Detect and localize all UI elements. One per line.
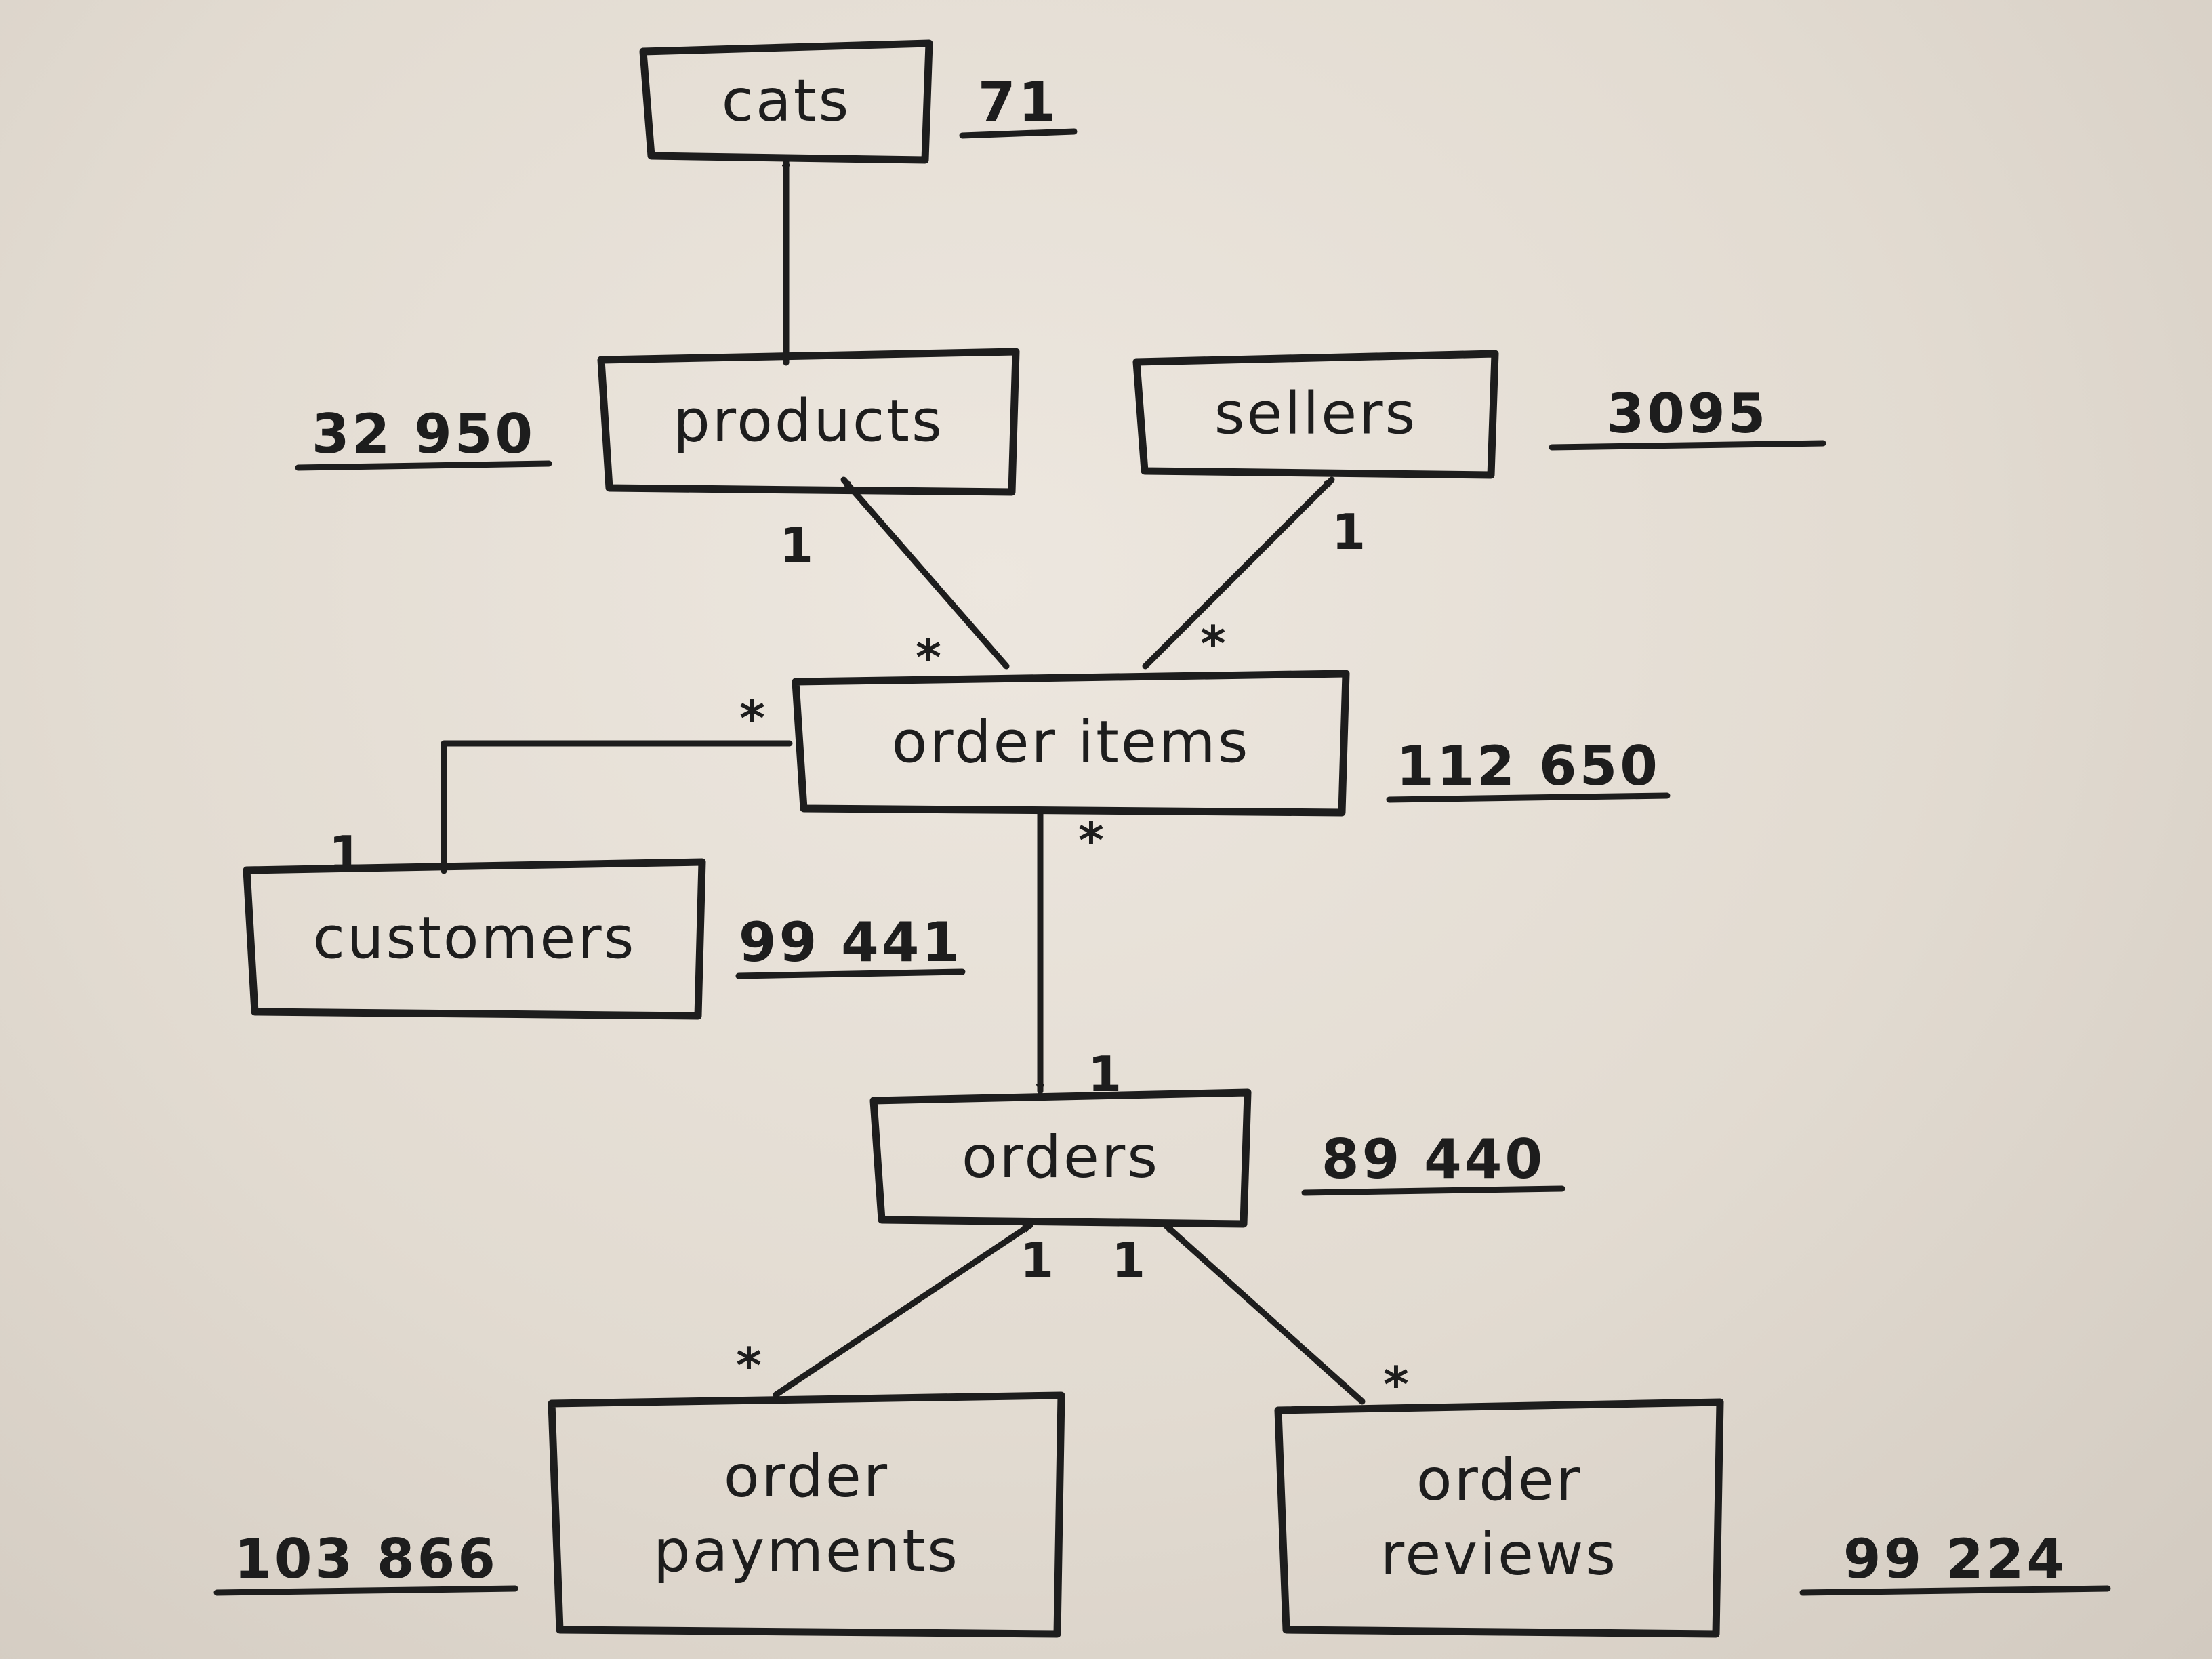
- entity-box: [1132, 350, 1499, 479]
- entity-box: [548, 1391, 1065, 1638]
- multiplicity-labels: * 1 * 1 * 1 * 1 * 1 * 1: [329, 504, 1409, 1413]
- row-count-text: 99 441: [739, 911, 962, 974]
- row-count-text: 99 224: [1843, 1528, 2067, 1591]
- multiplicity-one: 1: [1332, 504, 1366, 560]
- row-count-order-items: 112 650: [1386, 735, 1671, 803]
- entity-label: payments: [653, 1517, 960, 1585]
- row-count-underline: [1301, 1185, 1565, 1196]
- entity-box: [639, 39, 933, 164]
- row-count-sellers: 3095: [1549, 382, 1826, 451]
- entity-label: order items: [892, 709, 1250, 777]
- row-count-underline: [959, 128, 1078, 139]
- relationship-order-reviews-to-orders: [1162, 1222, 1366, 1405]
- entity-sellers: sellers: [1132, 350, 1499, 479]
- entity-label: reviews: [1380, 1521, 1618, 1589]
- entity-label: sellers: [1214, 380, 1418, 448]
- entity-box: [869, 1088, 1252, 1228]
- row-count-underline: [1386, 792, 1671, 803]
- row-count-customers: 99 441: [735, 911, 966, 979]
- multiplicity-many: *: [1200, 615, 1226, 672]
- row-count-text: 71: [978, 70, 1059, 134]
- entity-box: [1274, 1398, 1724, 1638]
- row-count-text: 112 650: [1396, 735, 1660, 798]
- row-count-underline: [295, 460, 552, 471]
- multiplicity-one: 1: [1111, 1232, 1145, 1289]
- relationship-arrow: [1162, 1222, 1366, 1405]
- relationship-order-payments-to-orders: [773, 1222, 1033, 1398]
- entity-label: products: [673, 388, 944, 455]
- entity-order-reviews: order reviews: [1274, 1398, 1724, 1638]
- row-count-underline: [1549, 440, 1826, 451]
- multiplicity-many: *: [736, 1337, 762, 1394]
- row-count-text: 3095: [1607, 382, 1769, 445]
- multiplicity-one: 1: [1088, 1046, 1122, 1103]
- entity-order-items: order items: [792, 670, 1350, 817]
- row-counts: 71 32 950 3095 112 650 99 441 89 440 103 866 99…: [213, 70, 2111, 1596]
- relationship-arrow: [1142, 476, 1335, 670]
- row-count-text: 103 866: [234, 1528, 498, 1591]
- entity-box: [243, 858, 706, 1020]
- entity-products: products: [597, 348, 1020, 496]
- relationship-edges: [440, 156, 1366, 1405]
- relationship-arrow: [440, 740, 793, 874]
- entity-label: customers: [313, 905, 636, 972]
- relationship-order-items-to-sellers: [1142, 476, 1335, 670]
- row-count-underline: [735, 968, 966, 979]
- entity-orders: orders: [869, 1088, 1252, 1228]
- row-count-cats: 71: [959, 70, 1078, 139]
- entity-label: order: [724, 1443, 889, 1511]
- multiplicity-one: 1: [779, 517, 813, 574]
- row-count-order-payments: 103 866: [213, 1528, 518, 1596]
- entity-cats: cats: [639, 39, 933, 164]
- multiplicity-one: 1: [329, 825, 363, 882]
- entity-boxes: cats products sellers order items customers o…: [243, 39, 1724, 1638]
- entity-label: orders: [962, 1124, 1160, 1191]
- row-count-products: 32 950: [295, 403, 552, 471]
- relationship-order-items-to-customers: [440, 740, 793, 874]
- row-count-text: 89 440: [1322, 1128, 1545, 1191]
- multiplicity-one: 1: [1020, 1232, 1054, 1289]
- multiplicity-many: *: [916, 629, 941, 686]
- relationship-order-items-to-products: [840, 476, 1010, 670]
- relationship-arrow: [773, 1222, 1033, 1398]
- relationship-arrow: [840, 476, 1010, 670]
- row-count-text: 32 950: [312, 403, 535, 466]
- entity-label: cats: [722, 67, 851, 135]
- entity-label: order: [1416, 1446, 1582, 1514]
- row-count-order-reviews: 99 224: [1799, 1528, 2111, 1596]
- row-count-orders: 89 440: [1301, 1128, 1565, 1196]
- multiplicity-many: *: [1383, 1356, 1409, 1413]
- entity-customers: customers: [243, 858, 706, 1020]
- multiplicity-many: *: [739, 690, 765, 747]
- multiplicity-many: *: [1078, 812, 1104, 869]
- row-count-underline: [213, 1585, 518, 1596]
- row-count-underline: [1799, 1585, 2111, 1596]
- entity-box: [597, 348, 1020, 496]
- entity-box: [792, 670, 1350, 817]
